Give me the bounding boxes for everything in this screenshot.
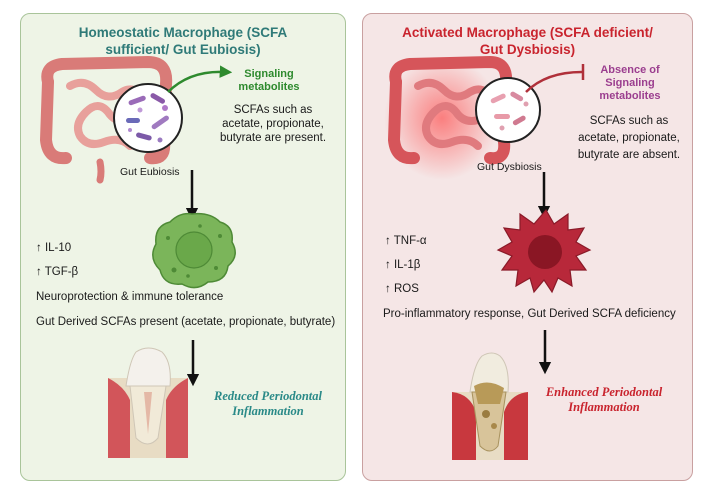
scfa-note-right-1: SCFAs such as — [589, 115, 669, 127]
marker-il1b: ↑ IL-1β — [385, 259, 421, 271]
marker-tnfa: ↑ TNF-α — [385, 235, 427, 247]
homeostatic-title: Homeostatic Macrophage (SCFA sufficient/… — [78, 25, 288, 57]
scfa-note-left-2: acetate, propionate, — [222, 118, 324, 130]
diseased-tooth-icon — [452, 352, 528, 460]
gut-label-right: Gut Dysbiosis — [477, 161, 542, 173]
effect-proinflammatory: Pro-inflammatory response, Gut Derived S… — [383, 308, 676, 320]
scfa-note-right-2: acetate, propionate, — [578, 132, 680, 144]
marker-tgfb: ↑ TGF-β — [36, 266, 79, 278]
healthy-tooth-icon — [108, 347, 188, 458]
inflammation-glow — [384, 56, 500, 180]
homeostatic-macrophage-icon — [152, 212, 236, 289]
outcome-left: Reduced Periodontal Inflammation — [214, 389, 322, 418]
effect-neuroprotection: Neuroprotection & immune tolerance — [36, 291, 224, 303]
signal-arrow-green — [167, 65, 233, 93]
intestine-inflamed-icon — [387, 55, 513, 165]
gut-label-left: Gut Eubiosis — [120, 166, 180, 178]
microbiota-eubiosis-icon — [113, 83, 183, 153]
outcome-right: Enhanced Periodontal Inflammation — [545, 385, 663, 414]
signal-label-left: Signaling metabolites — [238, 68, 300, 93]
scfa-note-left-3: butyrate are present. — [219, 132, 327, 144]
activated-macrophage-icon — [496, 208, 592, 294]
marker-il10: ↑ IL-10 — [36, 242, 72, 254]
activated-title: Activated Macrophage (SCFA deficient/ Gu… — [402, 25, 653, 57]
scfa-note-left-1: SCFAs such as — [233, 104, 313, 116]
scfa-note-right-3: butyrate are absent. — [577, 149, 681, 161]
effect-scfa-present: Gut Derived SCFAs present (acetate, prop… — [36, 316, 336, 328]
microbiota-dysbiosis-icon — [475, 77, 541, 143]
marker-ros: ↑ ROS — [385, 283, 419, 295]
absent-signal-line — [525, 70, 583, 93]
signal-label-right: Absence of Signaling metabolites — [599, 64, 661, 102]
